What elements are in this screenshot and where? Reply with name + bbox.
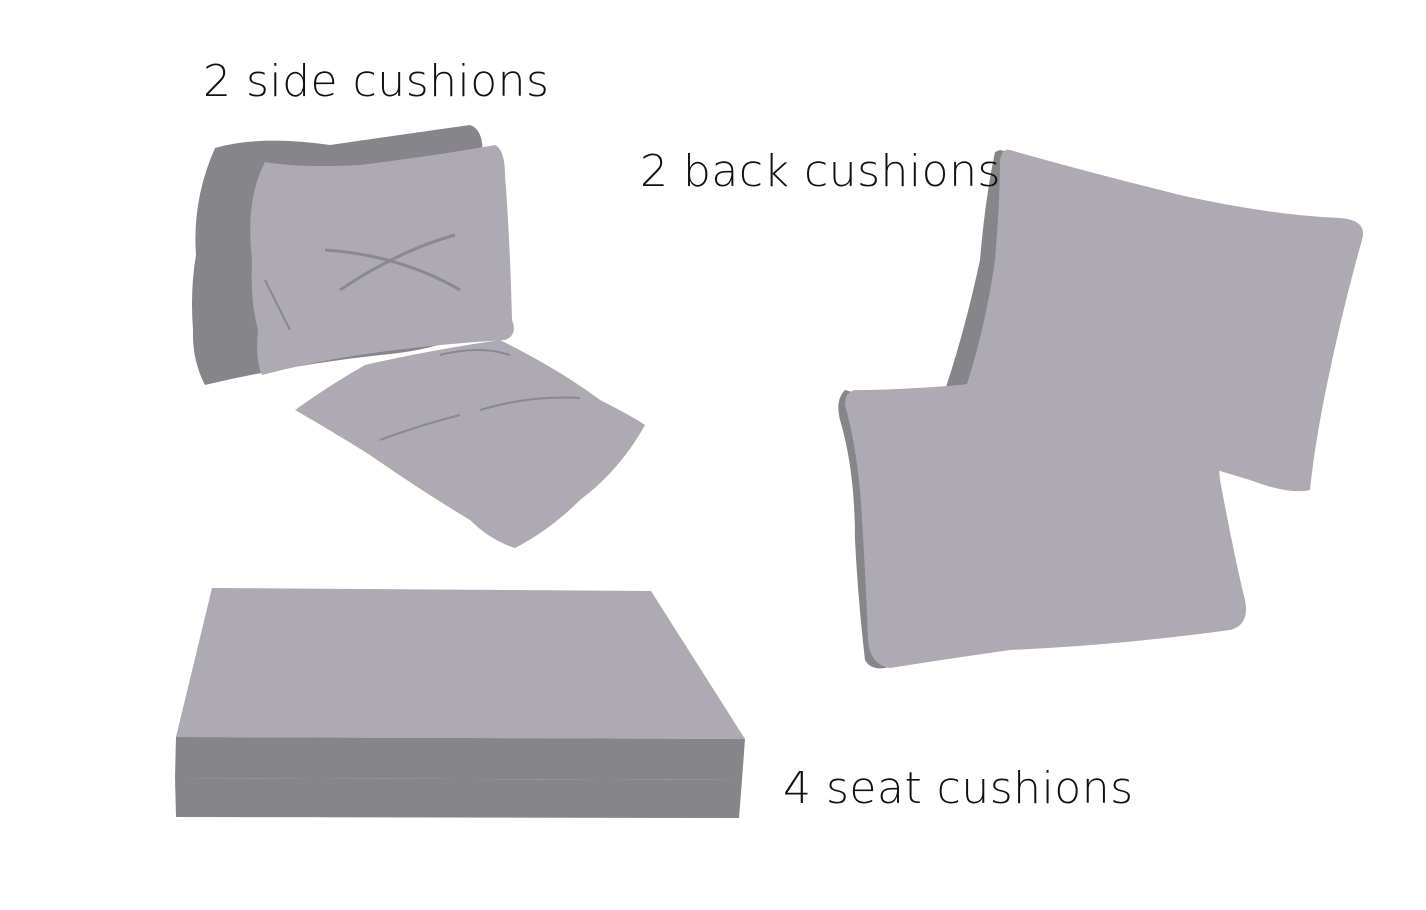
seat-cushion-top [176, 588, 745, 739]
back-cushion-front [845, 350, 1246, 668]
back-cushions-label: 2 back cushions [640, 146, 1001, 197]
side-cushions-illustration [192, 125, 645, 548]
back-cushions-illustration [838, 149, 1364, 669]
seat-cushions-label: 4 seat cushions [783, 763, 1134, 814]
seat-cushions-illustration [175, 588, 745, 818]
seat-cushion-side-lower [175, 778, 742, 818]
seat-cushion-side-upper [175, 737, 745, 780]
side-cushions-label: 2 side cushions [203, 56, 550, 107]
side-cushion-tilted [295, 340, 645, 548]
